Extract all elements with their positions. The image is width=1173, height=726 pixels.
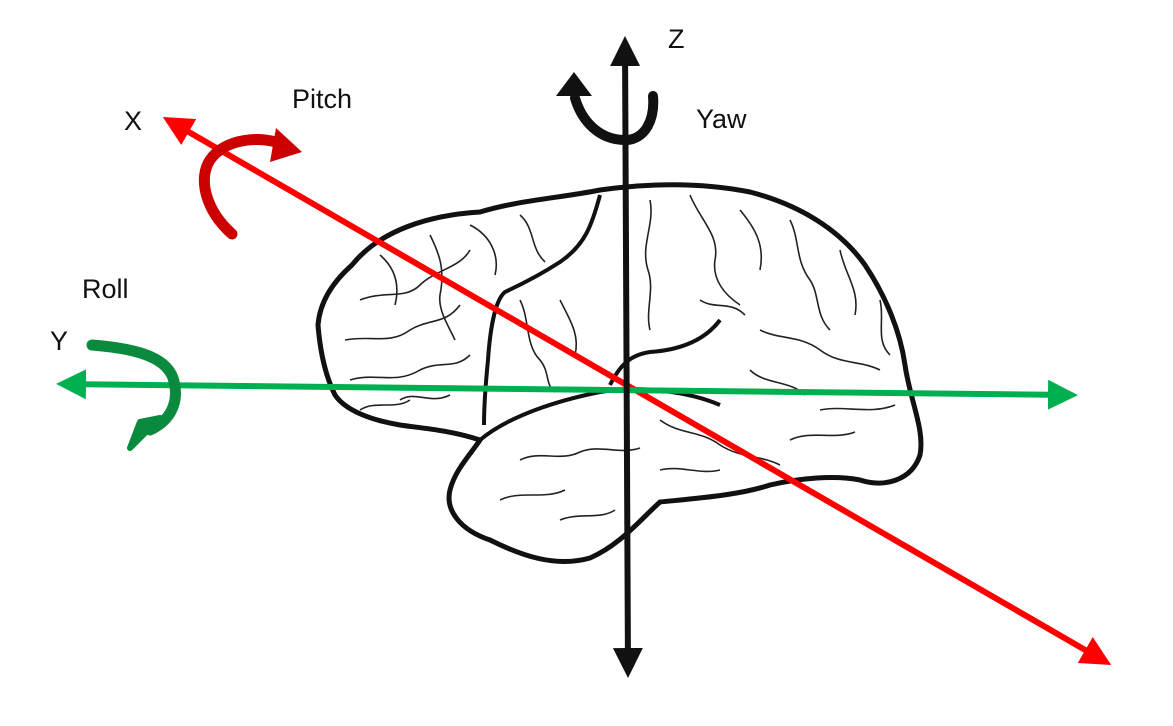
z-axis-label: Z (668, 24, 685, 54)
z-axis-line (610, 36, 643, 678)
roll-label: Roll (82, 274, 129, 304)
yaw-label: Yaw (696, 104, 747, 134)
pitch-rotation-arrow-icon (198, 128, 302, 240)
y-axis-line (56, 369, 1078, 410)
roll-rotation-arrow-icon (86, 339, 181, 451)
x-axis-label: X (124, 106, 142, 136)
pitch-label: Pitch (292, 84, 352, 114)
yaw-rotation-arrow-icon (556, 72, 659, 146)
y-axis-label: Y (50, 326, 68, 356)
